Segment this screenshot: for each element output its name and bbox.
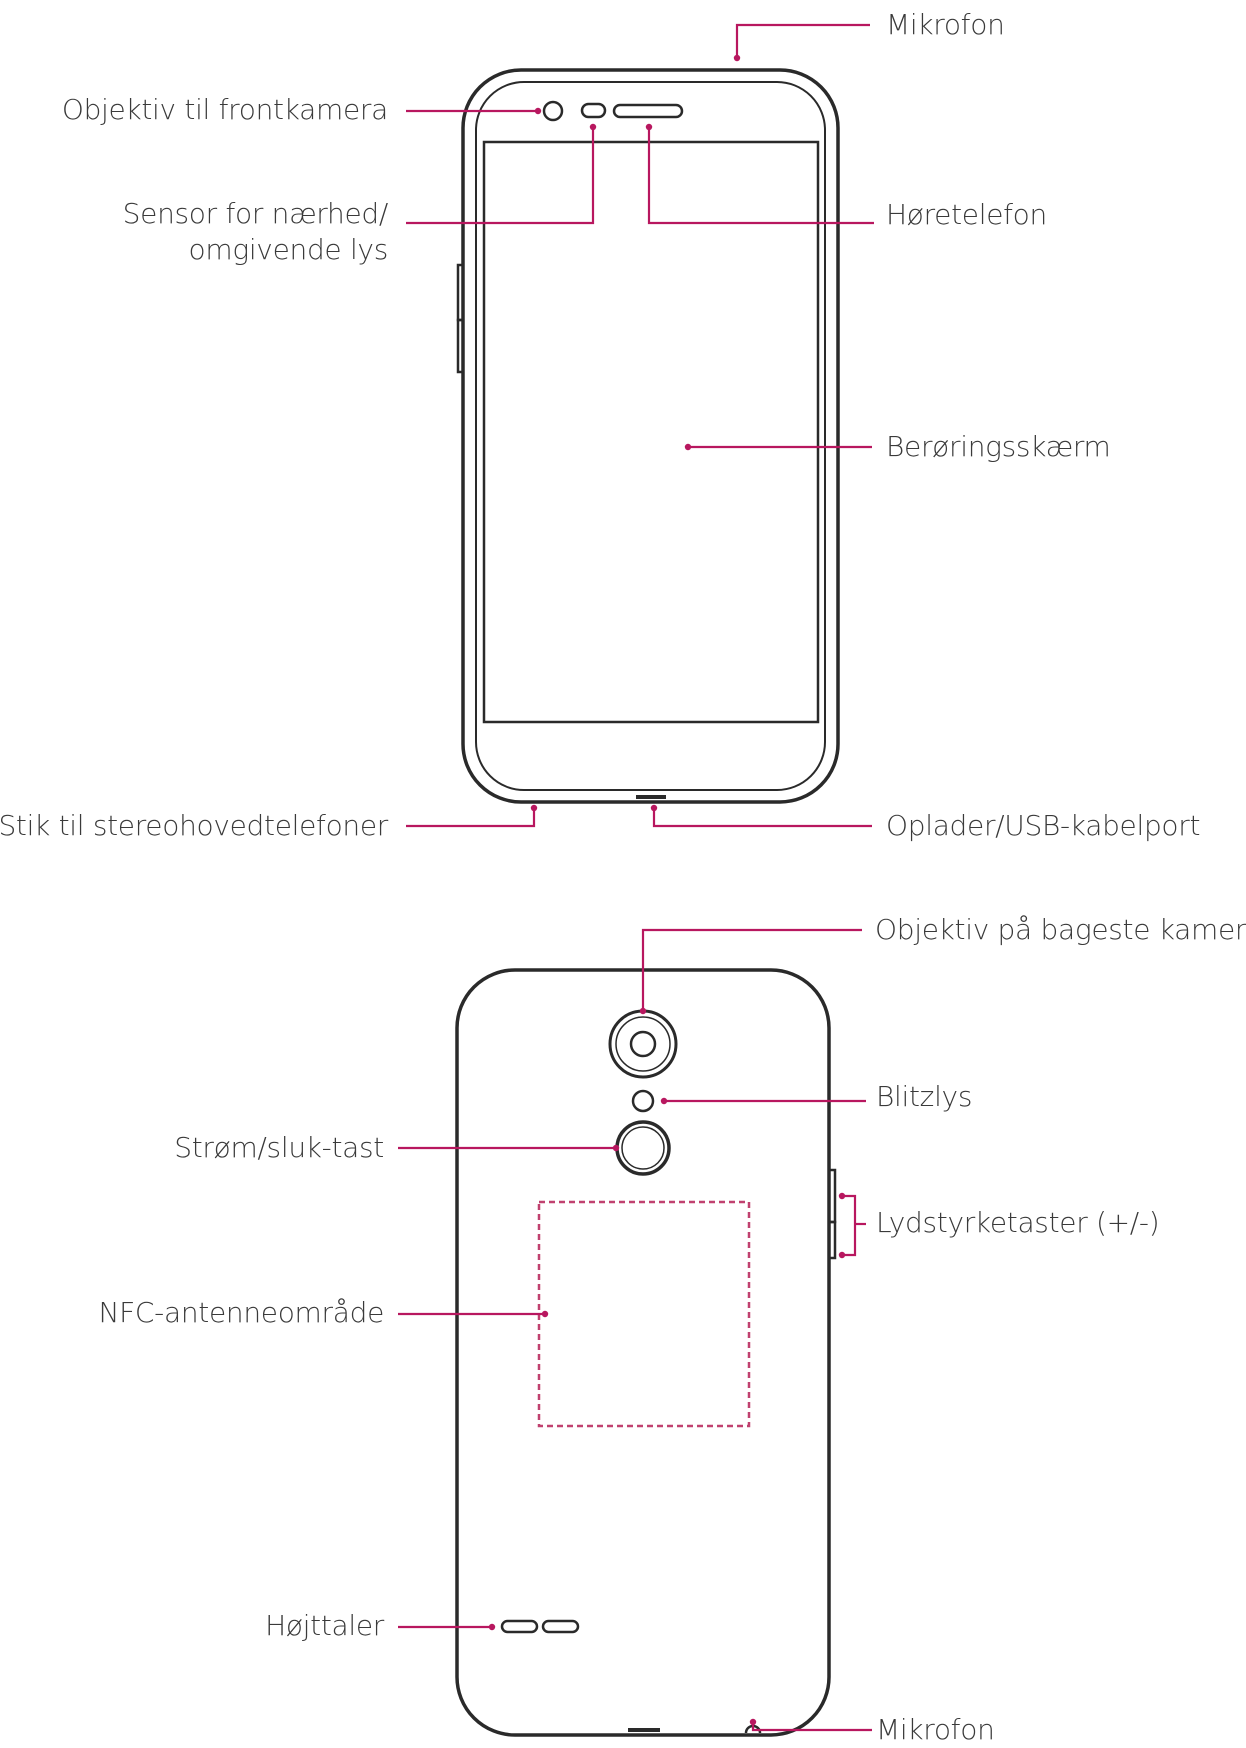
front-leaders <box>406 23 874 828</box>
label-front-camera: Objektiv til frontkamera <box>61 93 388 126</box>
nfc-antenna-area <box>537 1200 751 1428</box>
label-charger-port: Oplader/USB-kabelport <box>886 809 1201 842</box>
label-flash: Blitzlys <box>876 1080 973 1113</box>
back-phone <box>455 968 837 1737</box>
label-headset-jack: Stik til stereohovedtelefoner <box>0 809 388 842</box>
label-mikrofon-top: Mikrofon <box>886 8 1005 41</box>
rear-camera-lens <box>629 1030 657 1058</box>
back-leaders <box>398 928 872 1732</box>
flash-led <box>631 1089 655 1113</box>
label-proximity-sensor-line1: Sensor for nærhed/ <box>122 197 389 230</box>
front-leader-dots <box>530 54 741 812</box>
label-power-key: Strøm/sluk-tast <box>174 1131 384 1164</box>
label-volume-keys: Lydstyrketaster (+/-) <box>876 1206 1160 1239</box>
label-mikrofon-bottom: Mikrofon <box>876 1713 995 1746</box>
speaker-grille-left <box>500 1619 539 1634</box>
earpiece-grille <box>612 103 684 119</box>
speaker-grille-right <box>541 1619 580 1634</box>
label-proximity-sensor: Sensor for nærhed/ omgivende lys <box>122 196 389 269</box>
label-rear-camera: Objektiv på bageste kamera <box>875 913 1246 946</box>
front-phone <box>456 68 840 804</box>
rear-camera-ring <box>608 1009 678 1079</box>
back-leader-dots <box>488 1007 846 1726</box>
proximity-sensor <box>580 102 607 119</box>
front-camera-lens <box>542 100 564 122</box>
label-proximity-sensor-line2: omgivende lys <box>188 233 389 267</box>
power-key <box>615 1120 671 1176</box>
label-touchscreen: Berøringsskærm <box>886 430 1111 463</box>
label-speaker: Højttaler <box>265 1609 384 1642</box>
label-earpiece: Høretelefon <box>886 198 1047 231</box>
label-nfc-area: NFC-antenneområde <box>98 1296 384 1329</box>
